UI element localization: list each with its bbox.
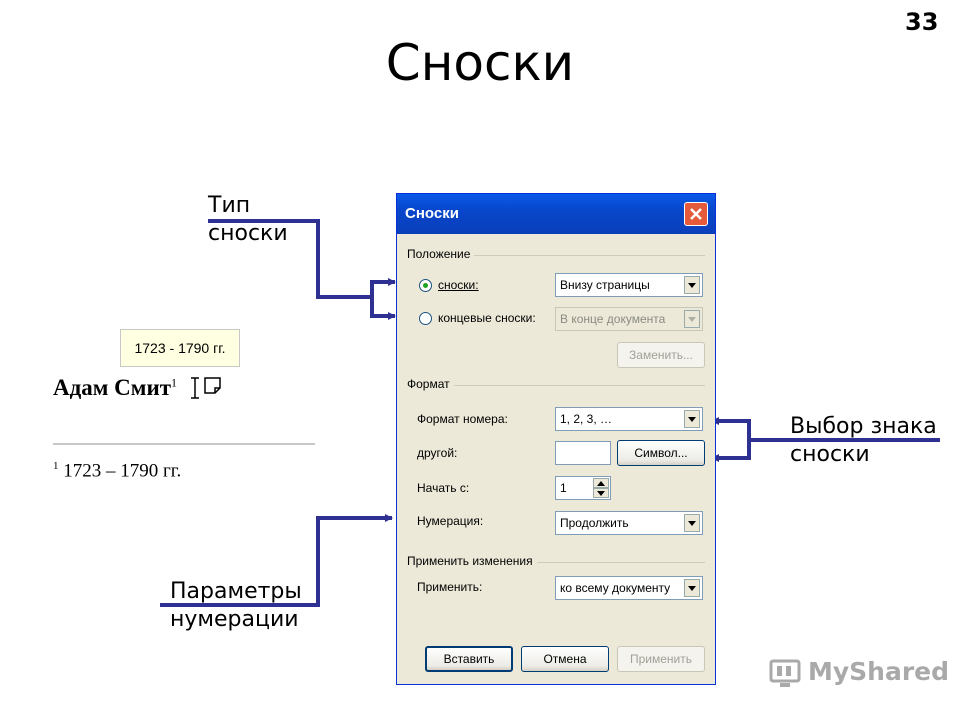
endnotes-location-value: В конце документа	[560, 312, 666, 326]
arrow-numbering-params	[160, 514, 393, 607]
footnotes-radio-label[interactable]: сноски:	[438, 278, 479, 292]
chevron-down-icon[interactable]	[684, 410, 700, 428]
footnote-marker: 1	[171, 375, 177, 390]
arrow-to-endnotes-radio	[370, 297, 396, 320]
callout-line: Параметры	[170, 579, 302, 604]
cancel-button[interactable]: Отмена	[521, 646, 609, 672]
text-cursor-icon	[191, 377, 199, 399]
arrow-symbol-choice-2	[711, 440, 751, 462]
endnotes-radio-label[interactable]: концевые сноски:	[438, 311, 536, 325]
sample-word: Адам Смит	[53, 375, 171, 400]
arrow-footnote-type	[208, 219, 372, 299]
footnotes-location-value: Внизу страницы	[560, 278, 650, 292]
start-at-label: Начать с:	[417, 481, 470, 495]
group-position-label: Положение	[407, 247, 475, 261]
close-icon	[690, 208, 702, 220]
myshared-logo-icon	[769, 659, 801, 687]
radio-dot	[423, 283, 428, 288]
number-format-label: Формат номера:	[417, 412, 508, 426]
arrow-to-footnotes-radio	[370, 278, 396, 316]
number-format-value: 1, 2, 3, …	[560, 412, 613, 426]
footnotes-location-select[interactable]: Внизу страницы	[555, 273, 703, 297]
insert-button[interactable]: Вставить	[425, 646, 513, 672]
apply-to-label: Применить:	[417, 580, 483, 594]
chevron-down-icon[interactable]	[684, 514, 700, 532]
sample-text: Адам Смит1	[53, 375, 177, 401]
dialog-titlebar[interactable]: Сноски	[397, 194, 715, 234]
apply-button[interactable]: Применить	[617, 646, 705, 672]
dialog-title: Сноски	[405, 205, 459, 222]
spin-buttons[interactable]	[593, 478, 609, 498]
arrow-symbol-choice	[711, 417, 940, 442]
callout-symbol-choice: Выбор знака сноски	[790, 413, 937, 469]
callout-line: сноски	[790, 442, 870, 467]
apply-to-select[interactable]: ко всему документу	[555, 576, 703, 600]
group-divider	[407, 385, 705, 386]
slide-number: 33	[905, 8, 939, 36]
chevron-down-icon[interactable]	[684, 276, 700, 294]
numbering-value: Продолжить	[560, 516, 629, 530]
chevron-down-icon[interactable]	[684, 310, 700, 328]
footnotes-radio[interactable]	[419, 279, 432, 292]
group-divider	[407, 255, 705, 256]
custom-mark-label: другой:	[417, 446, 458, 460]
convert-button[interactable]: Заменить...	[617, 342, 705, 368]
callout-line: Выбор знака	[790, 414, 937, 439]
callout-numbering-params: Параметры нумерации	[170, 578, 302, 634]
numbering-select[interactable]: Продолжить	[555, 511, 703, 535]
chevron-down-icon[interactable]	[684, 579, 700, 597]
callout-footnote-type: Тип сноски	[208, 192, 288, 248]
callout-line: Тип	[208, 193, 251, 218]
close-button[interactable]	[684, 202, 708, 226]
numbering-label: Нумерация:	[417, 514, 484, 528]
group-format-label: Формат	[407, 377, 454, 391]
group-apply-label: Применить изменения	[407, 554, 537, 568]
spin-up-icon[interactable]	[593, 478, 609, 488]
footnote-text: 1 1723 – 1790 гг.	[53, 460, 181, 482]
endnotes-location-select[interactable]: В конце документа	[555, 307, 703, 331]
custom-mark-input[interactable]	[555, 441, 611, 465]
endnotes-radio[interactable]	[419, 312, 432, 325]
footnote-separator	[53, 443, 315, 445]
footnote-number: 1	[53, 460, 59, 472]
spin-down-icon[interactable]	[593, 488, 609, 498]
number-format-select[interactable]: 1, 2, 3, …	[555, 407, 703, 431]
callout-line: нумерации	[170, 607, 299, 632]
symbol-button[interactable]: Символ...	[617, 440, 705, 466]
callout-line: сноски	[208, 221, 288, 246]
start-at-stepper[interactable]: 1	[555, 476, 611, 500]
footnote-content: 1723 – 1790 гг.	[58, 460, 182, 482]
note-icon	[204, 377, 221, 394]
start-at-value: 1	[560, 481, 567, 495]
slide-title: Сноски	[385, 34, 575, 92]
footnotes-dialog: Сноски Положение сноски: Внизу страницы …	[396, 193, 716, 685]
group-divider	[407, 562, 705, 563]
myshared-logo-text: MyShared	[808, 657, 950, 686]
apply-to-value: ко всему документу	[560, 581, 671, 595]
footnote-tooltip: 1723 - 1790 гг.	[120, 329, 240, 367]
